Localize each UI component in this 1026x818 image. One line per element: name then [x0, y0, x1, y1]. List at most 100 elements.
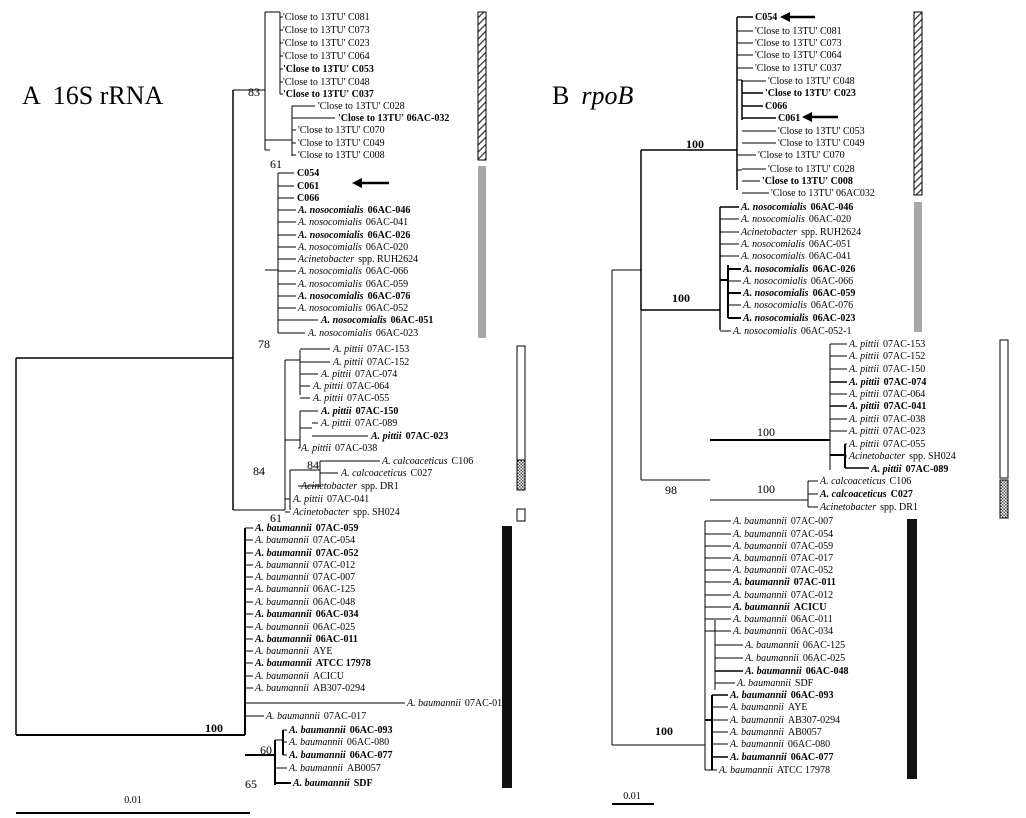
support-value: 100	[686, 137, 704, 151]
support-value: 100	[205, 721, 223, 735]
clade-bars	[477, 11, 1009, 788]
checker-bar-b	[999, 479, 1009, 519]
support-value: 84	[307, 458, 319, 472]
tree-b-leaf-label: 'Close to 13TU' C048	[768, 76, 855, 87]
hatched-bar	[477, 11, 487, 161]
tree-b-leaf-label: 'Close to 13TU' C023	[765, 88, 856, 99]
tree-b-leaf-label: C061	[778, 113, 800, 124]
open-bar-b	[999, 339, 1009, 479]
support-value: 100	[672, 291, 690, 305]
tree-a-leaf-label: 'Close to 13TU' C023	[283, 38, 370, 49]
tree-b-leaf-label: 'Close to 13TU' C037	[755, 63, 842, 74]
support-value: 60	[260, 743, 272, 757]
tree-a-leaf-label: 'Close to 13TU' C028	[318, 101, 405, 112]
checker-bar	[516, 459, 526, 491]
support-value: 61	[270, 511, 282, 525]
support-value: 65	[245, 777, 257, 791]
tree-b-leaf-label: 'Close to 13TU' C028	[768, 164, 855, 175]
support-value: 84	[253, 464, 265, 478]
support-value: 98	[665, 483, 677, 497]
tree-a-leaf-label: 'Close to 13TU' C070	[298, 125, 385, 136]
support-value: 78	[258, 337, 270, 351]
tree-a-leaf-label: 'Close to 13TU' C037	[283, 89, 374, 100]
tree-a-leaf-label: 'Close to 13TU' C049	[298, 138, 385, 149]
support-value: 61	[270, 157, 282, 171]
gray-bar-b	[914, 202, 922, 332]
scale-label-a: 0.01	[124, 795, 142, 806]
tree-b-leaf-label: 'Close to 13TU' C073	[755, 38, 842, 49]
tree-a-leaf-label: 'Close to 13TU' C064	[283, 51, 370, 62]
support-value: 100	[655, 724, 673, 738]
tree-a-leaf-label: 'Close to 13TU' 06AC-032	[338, 113, 449, 124]
tree-a-leaf-label: C054	[297, 168, 319, 179]
tree-a-leaf-label: C061	[297, 181, 319, 192]
tree-a-branches	[15, 11, 405, 785]
tree-b-leaf-label: 'Close to 13TU' C064	[755, 50, 842, 61]
tree-b-leaf-label: C054	[755, 12, 777, 23]
tree-a-leaf-label: C066	[297, 193, 319, 204]
support-value: 100	[757, 425, 775, 439]
arrow-icon-a	[352, 178, 389, 188]
